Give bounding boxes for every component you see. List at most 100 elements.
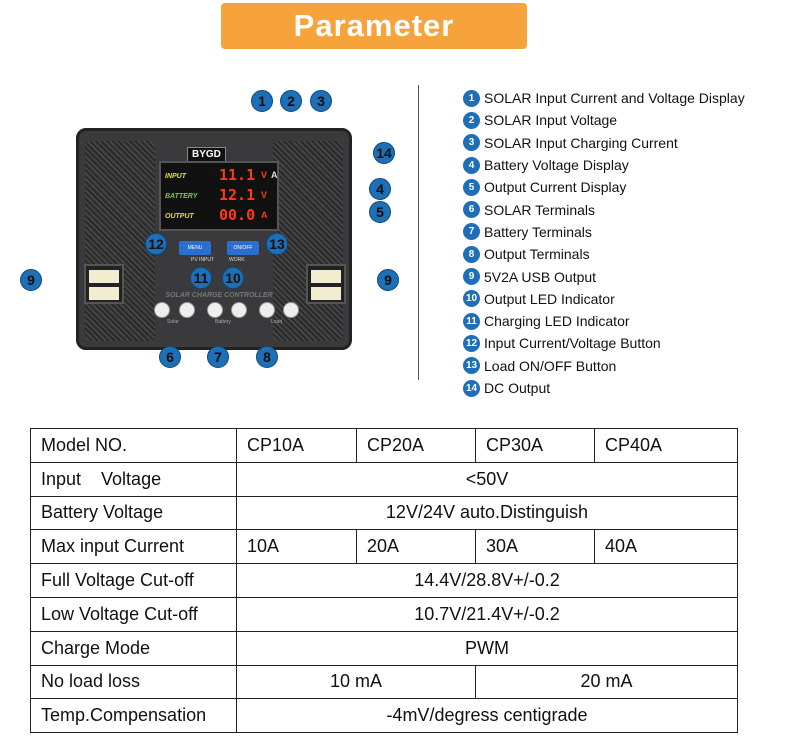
legend-number-badge: 9 [463,268,480,286]
cell: 20A [356,529,476,565]
input-unit-v: V [261,170,268,180]
callout-5: 5 [369,201,391,223]
table-row: Input Voltage<50V [30,461,738,497]
solar-terminal-neg [179,302,195,318]
legend-label: Input Current/Voltage Button [484,335,661,352]
table-row: Temp.Compensation-4mV/degress centigrade [30,698,738,734]
cell: 10A [236,529,357,565]
legend-label: SOLAR Input Voltage [484,112,618,129]
row-label: Temp.Compensation [30,698,237,734]
work-label: WORK [229,257,245,263]
callout-3: 3 [310,90,332,112]
battery-value: 12.1 [219,186,256,204]
battery-terminal-pos [207,302,223,318]
output-value: 00.0 [219,206,256,224]
lcd-screen: INPUT 11.1 V A BATTERY 12.1 V OUTPUT 00.… [159,161,279,231]
callout-7: 7 [207,346,229,368]
legend-label: Battery Terminals [484,223,592,240]
legend-number-badge: 11 [463,312,480,330]
cell: -4mV/degress centigrade [236,698,738,734]
legend-number-badge: 8 [463,245,480,263]
row-label: Input Voltage [30,461,237,497]
legend-number-badge: 10 [463,290,480,308]
feature-legend: (function(){ const d=JSON.parse(document… [463,87,763,399]
cell: 14.4V/28.8V+/-0.2 [236,563,738,598]
legend-label: SOLAR Input Current and Voltage Display [484,90,745,107]
callout-12: 12 [145,233,167,255]
cell: CP20A [356,428,476,463]
cell: CP40A [594,428,738,463]
pv-input-label: PV INPUT [191,257,215,263]
input-value: 11.1 [219,166,256,184]
row-label: No load loss [30,664,237,700]
callout-8: 8 [256,346,278,368]
load-label: Load [271,319,283,325]
cell: <50V [236,461,738,497]
cell: 10 mA [236,664,476,700]
callout-13: 13 [266,233,288,255]
callout-11: 11 [190,267,212,289]
output-label: OUTPUT [165,213,194,220]
solar-label: Solar [167,319,179,325]
legend-number-badge: 3 [463,134,480,152]
cell: 20 mA [475,664,738,700]
callout-6: 6 [159,346,181,368]
input-label: INPUT [165,173,186,180]
legend-label: 5V2A USB Output [484,268,597,285]
cell: 12V/24V auto.Distinguish [236,495,738,531]
legend-label: SOLAR Input Charging Current [484,134,678,151]
onoff-button: ON/OFF [227,241,259,255]
legend-number-badge: 12 [463,334,480,352]
row-label: Model NO. [30,428,237,463]
row-label: Full Voltage Cut-off [30,563,237,598]
row-label: Max input Current [30,529,237,565]
battery-terminal-neg [231,302,247,318]
divider [418,85,419,380]
cell: 40A [594,529,738,565]
legend-number-badge: 14 [463,379,480,397]
brand-logo: BYGD [187,147,226,162]
output-unit: A [261,210,268,220]
callout-9-left: 9 [20,269,42,291]
legend-label: Load ON/OFF Button [484,357,617,374]
callout-1: 1 [251,90,273,112]
cell: CP10A [236,428,357,463]
legend-number-badge: 7 [463,223,480,241]
charge-controller-image: BYGD INPUT 11.1 V A BATTERY 12.1 V OUTPU… [76,128,352,350]
legend-label: Output LED Indicator [484,290,615,307]
cell: PWM [236,630,738,666]
callout-10: 10 [222,267,244,289]
load-terminal-neg [283,302,299,318]
cell: 30A [475,529,595,565]
solar-terminal-pos [154,302,170,318]
legend-number-badge: 1 [463,89,480,107]
menu-button: MENU [179,241,211,255]
battery-terminal-label: Battery [215,319,231,325]
input-unit-a: A [271,170,278,180]
legend-label: Output Terminals [484,246,590,263]
usb-port-right [306,264,346,304]
legend-number-badge: 13 [463,357,480,375]
row-label: Charge Mode [30,630,237,666]
legend-label: Charging LED Indicator [484,313,630,330]
battery-unit: V [261,190,268,200]
callout-2: 2 [280,90,302,112]
legend-label: DC Output [484,380,551,396]
legend-number-badge: 2 [463,111,480,129]
callout-4: 4 [369,178,391,200]
